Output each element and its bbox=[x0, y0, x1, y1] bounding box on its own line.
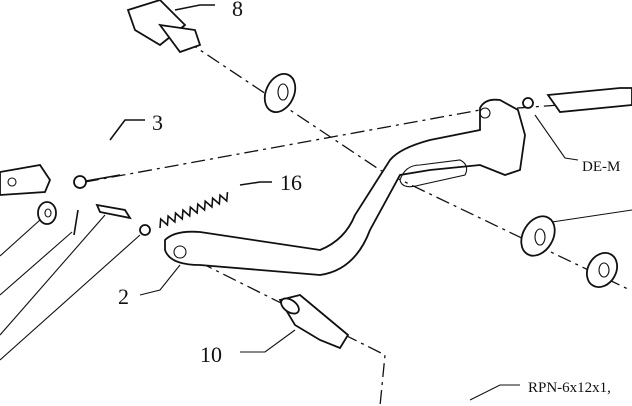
part-3-pin bbox=[73, 119, 145, 189]
label-8: 8 bbox=[232, 0, 243, 21]
part-2-lever bbox=[164, 98, 526, 276]
label-3: 3 bbox=[152, 110, 163, 135]
label-rpn: RPN-6x12x1, bbox=[528, 380, 611, 396]
leader-left-4 bbox=[0, 234, 141, 361]
washer-right-2 bbox=[586, 252, 618, 288]
leader-left-2 bbox=[0, 231, 73, 296]
label-16: 16 bbox=[280, 170, 302, 195]
label-10: 10 bbox=[200, 342, 222, 367]
leader-2 bbox=[139, 264, 181, 296]
leader-left-3 bbox=[0, 214, 106, 336]
washer-left bbox=[37, 201, 57, 225]
leader-de bbox=[534, 114, 579, 161]
screw bbox=[73, 209, 79, 236]
washer-top bbox=[263, 73, 297, 113]
part-8-fitting bbox=[126, 0, 215, 54]
rod bbox=[522, 87, 632, 113]
leader-left-1 bbox=[0, 219, 41, 257]
part-10-pin bbox=[278, 294, 350, 350]
bolt bbox=[95, 203, 132, 220]
part-16-spring bbox=[139, 181, 272, 236]
washer-right-1 bbox=[520, 215, 556, 257]
leader-10 bbox=[240, 329, 296, 353]
leader-washer-right bbox=[551, 209, 632, 223]
axis-line-pin bbox=[84, 109, 481, 183]
label-de: DE-M bbox=[582, 159, 620, 175]
axis-line-lower bbox=[174, 249, 386, 406]
leader-rpn bbox=[469, 384, 520, 401]
label-2: 2 bbox=[118, 284, 129, 309]
clevis bbox=[0, 164, 52, 196]
